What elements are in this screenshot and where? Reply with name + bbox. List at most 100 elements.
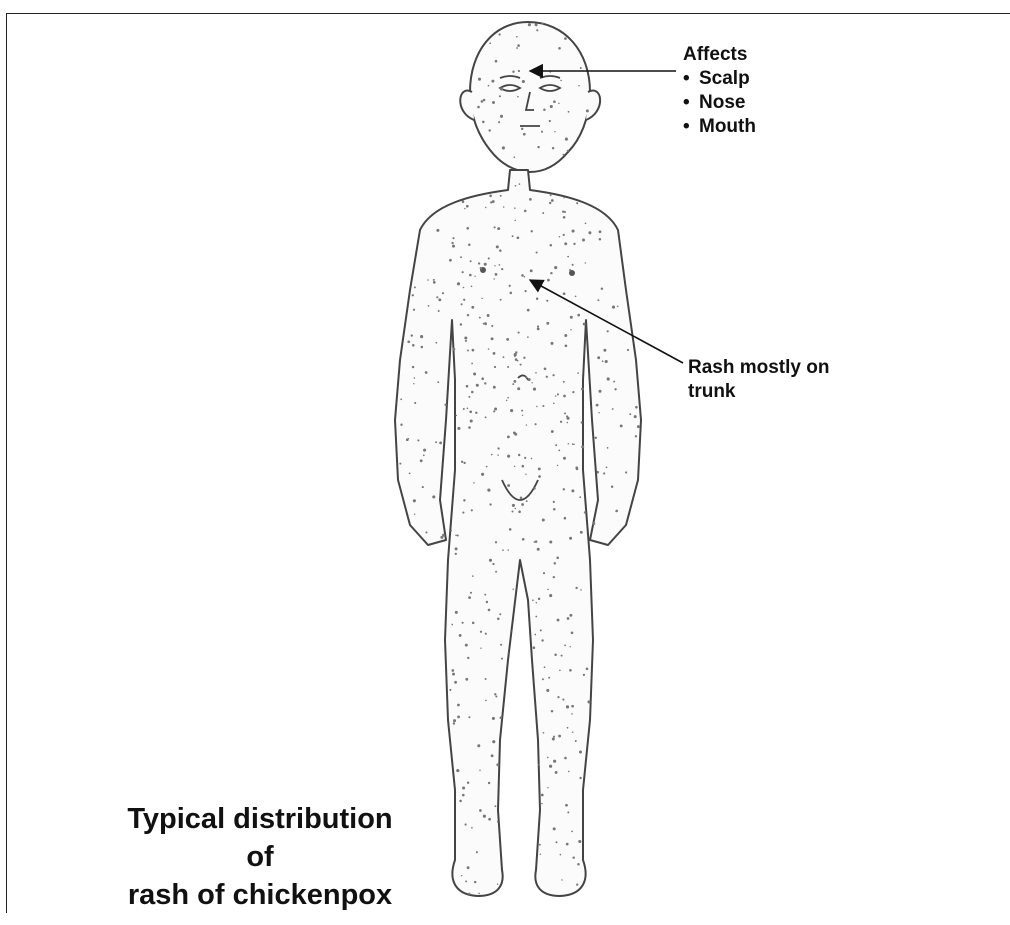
rash-spot	[457, 715, 460, 718]
rash-spot	[507, 397, 509, 399]
rash-spot	[471, 306, 474, 309]
rash-spot	[488, 609, 491, 612]
rash-spot	[512, 71, 514, 73]
rash-spot	[541, 131, 543, 133]
rash-spot	[499, 95, 501, 97]
rash-spot	[459, 634, 462, 637]
rash-spot	[540, 629, 542, 631]
rash-spot	[497, 447, 499, 449]
rash-spot	[461, 303, 463, 305]
rash-spot	[543, 572, 545, 574]
rash-spot	[512, 588, 513, 589]
rash-spot	[492, 200, 495, 203]
rash-spot	[516, 36, 518, 38]
rash-spot	[597, 356, 600, 359]
rash-spot	[541, 23, 543, 25]
rash-spot	[463, 462, 465, 464]
rash-spot	[491, 325, 493, 327]
rash-spot	[471, 363, 473, 365]
rash-spot	[466, 227, 469, 230]
rash-spot	[544, 666, 546, 668]
rash-spot	[521, 274, 524, 277]
rash-spot	[509, 528, 512, 531]
rash-spot	[607, 377, 610, 380]
affects-list: Scalp Nose Mouth	[683, 67, 756, 139]
rash-spot	[514, 466, 515, 467]
rash-spot	[437, 381, 439, 383]
rash-spot	[438, 298, 441, 301]
rash-spot	[465, 644, 468, 647]
rash-spot	[525, 290, 527, 292]
rash-spot	[565, 344, 568, 347]
rash-spot	[512, 235, 514, 237]
rash-spot	[560, 421, 562, 423]
rash-spot	[537, 327, 540, 330]
rash-spot	[572, 731, 573, 732]
rash-spot	[498, 121, 500, 123]
rash-spot	[547, 787, 548, 788]
rash-spot	[499, 249, 502, 252]
rash-spot	[489, 503, 491, 505]
rash-spot	[542, 678, 544, 680]
rash-spot	[553, 576, 555, 578]
rash-spot	[531, 458, 533, 460]
rash-spot	[496, 245, 499, 248]
rash-spot	[563, 292, 566, 295]
rash-spot	[463, 287, 465, 289]
rash-spot	[481, 100, 484, 103]
rash-spot	[542, 405, 544, 407]
rash-spot	[409, 473, 411, 475]
rash-spot	[455, 553, 457, 555]
rash-spot	[576, 883, 578, 885]
rash-spot	[425, 531, 427, 533]
rash-spot	[536, 406, 537, 407]
rash-spot	[417, 439, 419, 441]
rash-spot	[538, 764, 540, 766]
rash-spot	[568, 771, 570, 773]
rash-spot	[459, 800, 462, 803]
rash-spot	[524, 210, 527, 213]
rash-spot	[449, 689, 451, 691]
rash-spot	[412, 294, 414, 296]
rash-spot	[554, 266, 557, 269]
rash-spot	[484, 263, 487, 266]
rash-spot	[572, 229, 575, 232]
rash-spot	[569, 614, 572, 617]
rash-spot	[564, 517, 567, 520]
rash-spot	[603, 349, 606, 352]
rash-spot	[557, 619, 560, 622]
rash-spot	[569, 669, 572, 672]
rash-spot	[601, 287, 603, 289]
rash-spot	[497, 618, 500, 621]
rash-spot	[573, 243, 575, 245]
rash-spot	[470, 419, 473, 422]
rash-spot	[457, 704, 460, 707]
rash-spot	[495, 541, 497, 543]
rash-spot	[580, 531, 583, 534]
rash-spot	[491, 337, 494, 340]
rash-spot	[517, 236, 520, 239]
rash-spot	[406, 438, 409, 441]
rash-spot	[507, 549, 508, 550]
rash-spot	[521, 503, 524, 506]
rash-spot	[637, 425, 640, 428]
rash-spot	[481, 298, 482, 299]
rash-spot	[457, 535, 459, 537]
rash-spot	[514, 220, 516, 222]
rash-spot	[423, 454, 425, 456]
rash-spot	[472, 622, 475, 625]
rash-spot	[550, 105, 553, 108]
rash-spot	[635, 435, 637, 437]
rash-spot	[497, 227, 500, 230]
rash-spot	[599, 238, 602, 241]
rash-spot	[523, 357, 525, 359]
rash-spot	[442, 292, 444, 294]
rash-spot	[464, 337, 467, 340]
rash-spot	[554, 654, 557, 657]
rash-spot	[515, 185, 517, 187]
rash-spot	[571, 489, 574, 492]
rash-spot	[435, 441, 437, 443]
caption-line1: Typical distribution of	[110, 800, 410, 876]
rash-spot	[494, 693, 496, 695]
rash-spot	[555, 771, 558, 774]
